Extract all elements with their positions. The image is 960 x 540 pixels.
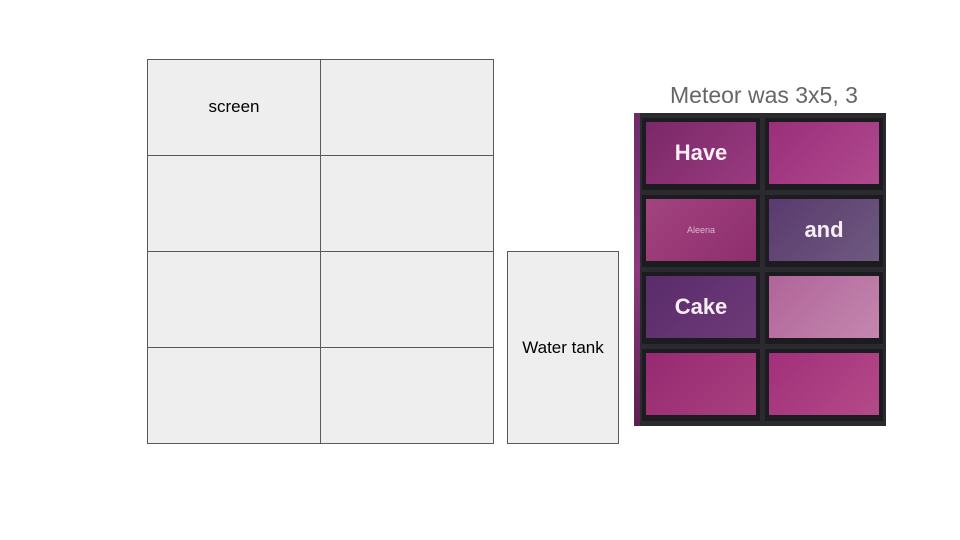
monitor-wall: Have Aleena and Cake — [642, 113, 886, 426]
screen-cell — [320, 251, 494, 348]
video-wall-photo: Have Aleena and Cake — [634, 113, 886, 426]
screen-cell — [320, 347, 494, 444]
screen-cell — [147, 155, 321, 252]
screen-cell — [147, 347, 321, 444]
monitor: Cake — [642, 272, 760, 344]
monitor — [765, 349, 883, 421]
water-tank-box: Water tank — [507, 251, 619, 444]
water-tank-label: Water tank — [522, 337, 604, 357]
monitor — [765, 272, 883, 344]
screen-cell — [320, 59, 494, 156]
adjacent-monitor-edge — [634, 113, 640, 426]
screen-cell: screen — [147, 59, 321, 156]
screen-cell — [147, 251, 321, 348]
monitor: Aleena — [642, 195, 760, 267]
monitor: Have — [642, 118, 760, 190]
screen-cell — [320, 155, 494, 252]
monitor — [765, 118, 883, 190]
screen-grid: screen — [147, 59, 494, 444]
monitor: and — [765, 195, 883, 267]
monitor — [642, 349, 760, 421]
